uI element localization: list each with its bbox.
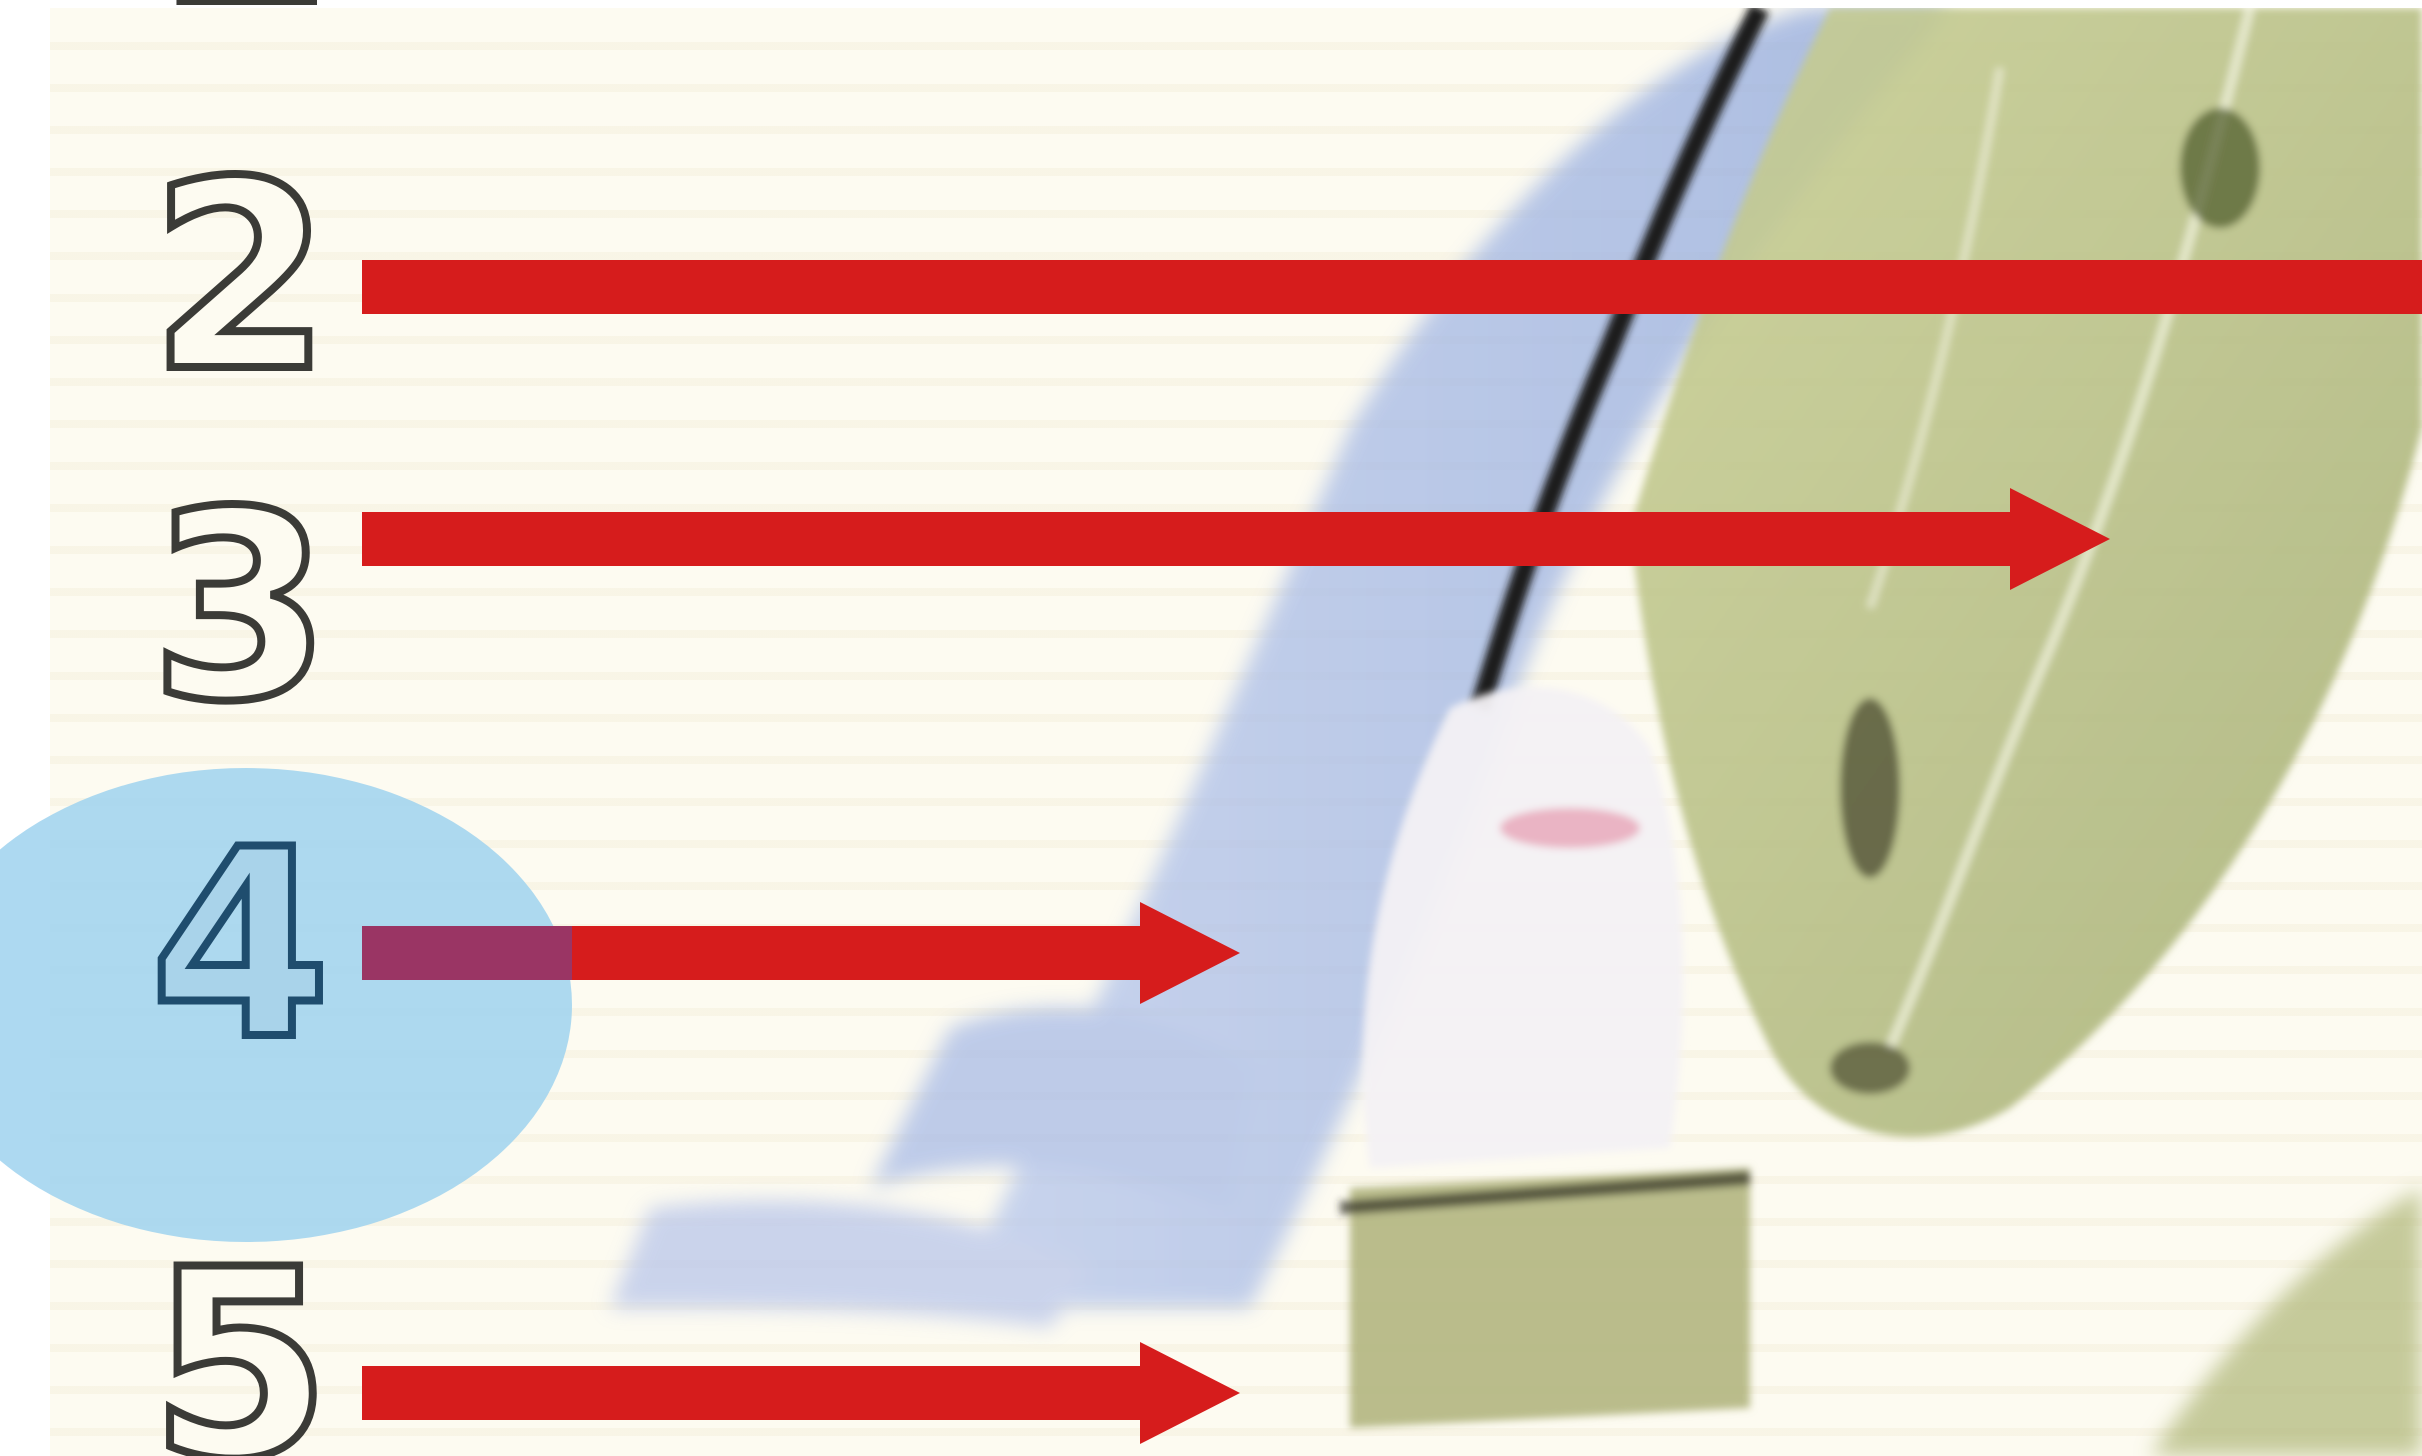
row-number-5: 5	[150, 1236, 300, 1456]
row-number-3: 3	[150, 478, 300, 738]
sail-illustration	[50, 8, 2422, 1456]
row-number-4: 4	[150, 816, 300, 1076]
row-number-1: 1	[150, 0, 300, 42]
scanned-panel	[50, 8, 2422, 1456]
row-number-2: 2	[150, 148, 300, 408]
wave-shape	[2150, 1188, 2422, 1456]
